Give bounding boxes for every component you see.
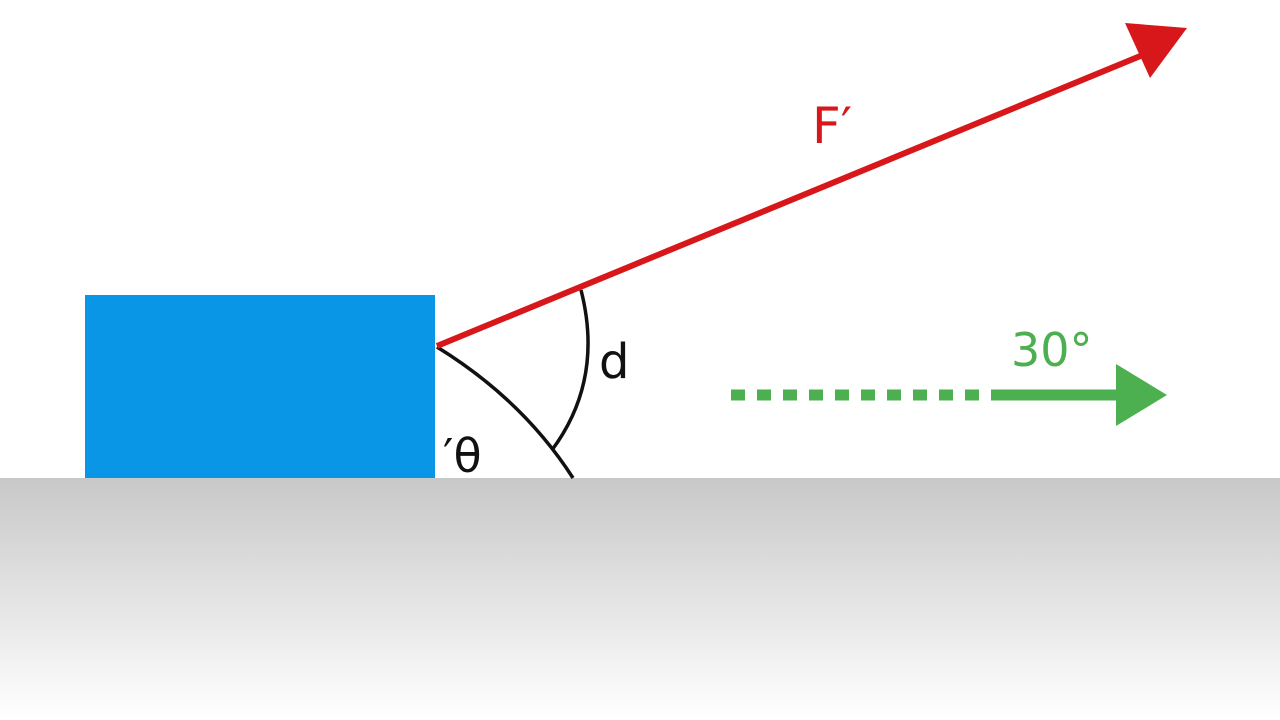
- distance-label: d: [599, 334, 629, 390]
- motion-arrow: [731, 364, 1167, 426]
- force-label: F′: [812, 97, 852, 155]
- ground-surface: [0, 478, 1280, 720]
- theta-label: ′θ: [443, 429, 482, 483]
- force-vector-shaft: [435, 49, 1152, 349]
- angle-value-label: 30°: [1011, 323, 1093, 377]
- angle-arc-d: [550, 289, 590, 452]
- arrow-right-dashed-icon: [1116, 364, 1167, 426]
- block: [85, 295, 435, 478]
- angle-arc-theta: [436, 345, 575, 479]
- force-vector: [435, 23, 1187, 349]
- arrow-right-up-icon: [1125, 23, 1187, 78]
